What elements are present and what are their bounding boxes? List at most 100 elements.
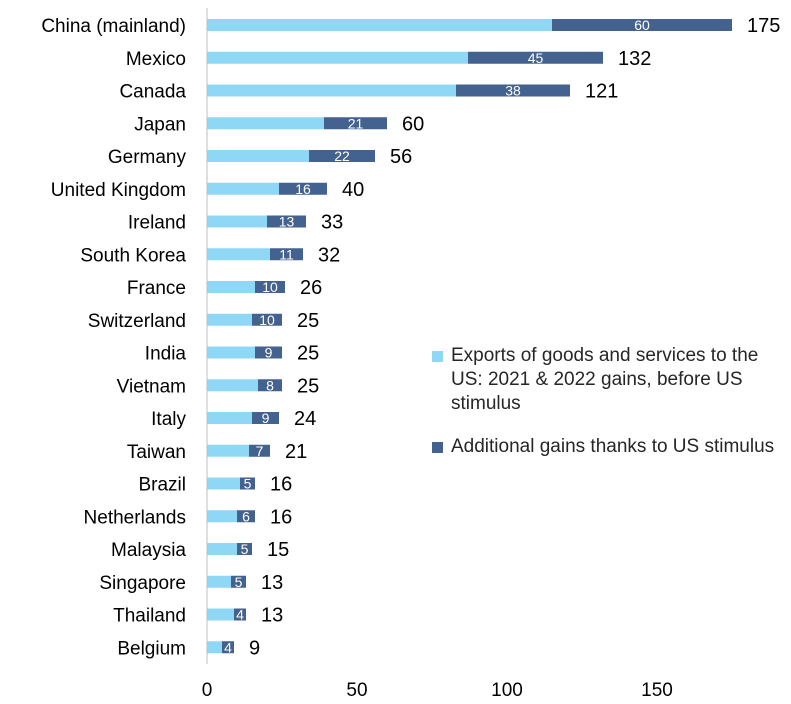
x-tick-label: 150 — [641, 680, 673, 701]
total-value-label: 24 — [294, 408, 316, 430]
stimulus-value-label: 5 — [244, 476, 252, 492]
legend-label-base: Exports of goods and services to the US:… — [451, 345, 759, 414]
bar-stimulus — [468, 51, 603, 64]
legend-item-base: Exports of goods and services to the US:… — [432, 344, 777, 416]
stimulus-value-label: 60 — [634, 17, 650, 33]
bar-base — [207, 641, 222, 654]
category-label: Malaysia — [111, 540, 186, 561]
x-axis: 0 50 100 150 — [202, 8, 673, 701]
category-label: South Korea — [80, 245, 186, 266]
stimulus-value-label: 38 — [505, 83, 521, 99]
stimulus-value-label: 10 — [262, 279, 278, 295]
x-tick-label: 50 — [346, 680, 367, 701]
x-tick-label: 100 — [491, 680, 523, 701]
total-value-label: 40 — [342, 179, 364, 201]
bar-stimulus — [258, 379, 282, 392]
stimulus-value-label: 4 — [224, 639, 232, 655]
bar-stimulus — [279, 182, 327, 195]
category-label: Taiwan — [127, 442, 186, 463]
category-label: Brazil — [138, 475, 186, 496]
bar-stimulus — [267, 215, 306, 228]
bar-stimulus — [324, 117, 387, 130]
total-value-label: 25 — [297, 343, 319, 365]
bar-stimulus — [237, 510, 255, 523]
bar-base — [207, 150, 309, 162]
category-label: Ireland — [128, 213, 186, 234]
bar-stimulus — [222, 641, 234, 654]
stimulus-value-label: 4 — [236, 607, 244, 623]
bar-stimulus — [234, 608, 246, 621]
total-value-label: 121 — [585, 81, 618, 103]
total-value-label: 26 — [300, 277, 322, 299]
category-label: Mexico — [126, 49, 186, 70]
stimulus-value-label: 10 — [259, 312, 275, 328]
bar-base — [207, 19, 552, 31]
bar-stimulus — [252, 412, 279, 424]
stimulus-value-label: 5 — [241, 541, 249, 557]
stimulus-value-label: 7 — [256, 443, 264, 459]
total-value-label: 13 — [261, 605, 283, 627]
total-value-label: 25 — [297, 375, 319, 397]
category-label: Germany — [108, 147, 187, 168]
category-label: Italy — [151, 409, 186, 430]
stimulus-value-label: 11 — [279, 246, 294, 262]
bar-stimulus — [240, 477, 255, 490]
bar-stimulus — [231, 575, 246, 588]
legend-label-stimulus: Additional gains thanks to US stimulus — [451, 436, 775, 457]
bar-base — [207, 477, 240, 490]
bar-base — [207, 444, 249, 457]
bar-base — [207, 313, 252, 326]
bar-stimulus — [249, 444, 270, 457]
stimulus-value-label: 21 — [348, 115, 364, 131]
total-value-label: 13 — [261, 572, 283, 594]
bar-base — [207, 510, 237, 523]
category-label: Vietnam — [117, 376, 186, 397]
bar-base — [207, 248, 270, 261]
total-value-label: 21 — [285, 441, 307, 463]
category-label: China (mainland) — [41, 16, 186, 37]
bar-stimulus — [255, 281, 285, 293]
bar-stimulus — [456, 84, 570, 97]
stimulus-value-label: 8 — [266, 377, 274, 393]
bar-base — [207, 51, 468, 64]
bar-stimulus — [270, 248, 303, 261]
bar-base — [207, 412, 252, 424]
bar-stimulus — [255, 346, 282, 359]
category-label: Belgium — [117, 638, 186, 659]
total-value-label: 32 — [318, 244, 340, 266]
bar-stimulus — [309, 150, 375, 162]
total-value-label: 16 — [270, 506, 292, 528]
stimulus-value-label: 45 — [528, 50, 544, 66]
bar-base — [207, 379, 258, 392]
category-label: Canada — [119, 82, 186, 103]
bar-base — [207, 182, 279, 195]
legend-swatch-base — [432, 351, 443, 362]
bar-base — [207, 346, 255, 359]
bar-base — [207, 608, 234, 621]
bar-stimulus — [237, 543, 252, 555]
stimulus-value-label: 16 — [295, 181, 311, 197]
stimulus-value-label: 6 — [242, 508, 250, 524]
stimulus-value-label: 13 — [279, 214, 295, 230]
bar-base — [207, 117, 324, 130]
bar-base — [207, 84, 456, 97]
legend-item-stimulus: Additional gains thanks to US stimulus — [432, 435, 777, 459]
total-value-label: 15 — [267, 539, 289, 561]
bar-stimulus — [552, 19, 732, 31]
category-label: Japan — [134, 114, 186, 135]
legend-swatch-stimulus — [432, 442, 443, 453]
category-label: Netherlands — [84, 507, 186, 528]
bar-base — [207, 215, 267, 228]
x-tick-label: 0 — [202, 680, 213, 701]
category-label: United Kingdom — [51, 180, 186, 201]
bar-base — [207, 281, 255, 293]
category-label: Thailand — [113, 606, 186, 627]
category-label: Singapore — [99, 573, 186, 594]
total-value-label: 60 — [402, 113, 424, 135]
total-value-label: 132 — [618, 48, 651, 70]
stimulus-value-label: 9 — [265, 345, 273, 361]
total-value-label: 33 — [321, 212, 343, 234]
total-value-label: 9 — [249, 637, 260, 659]
